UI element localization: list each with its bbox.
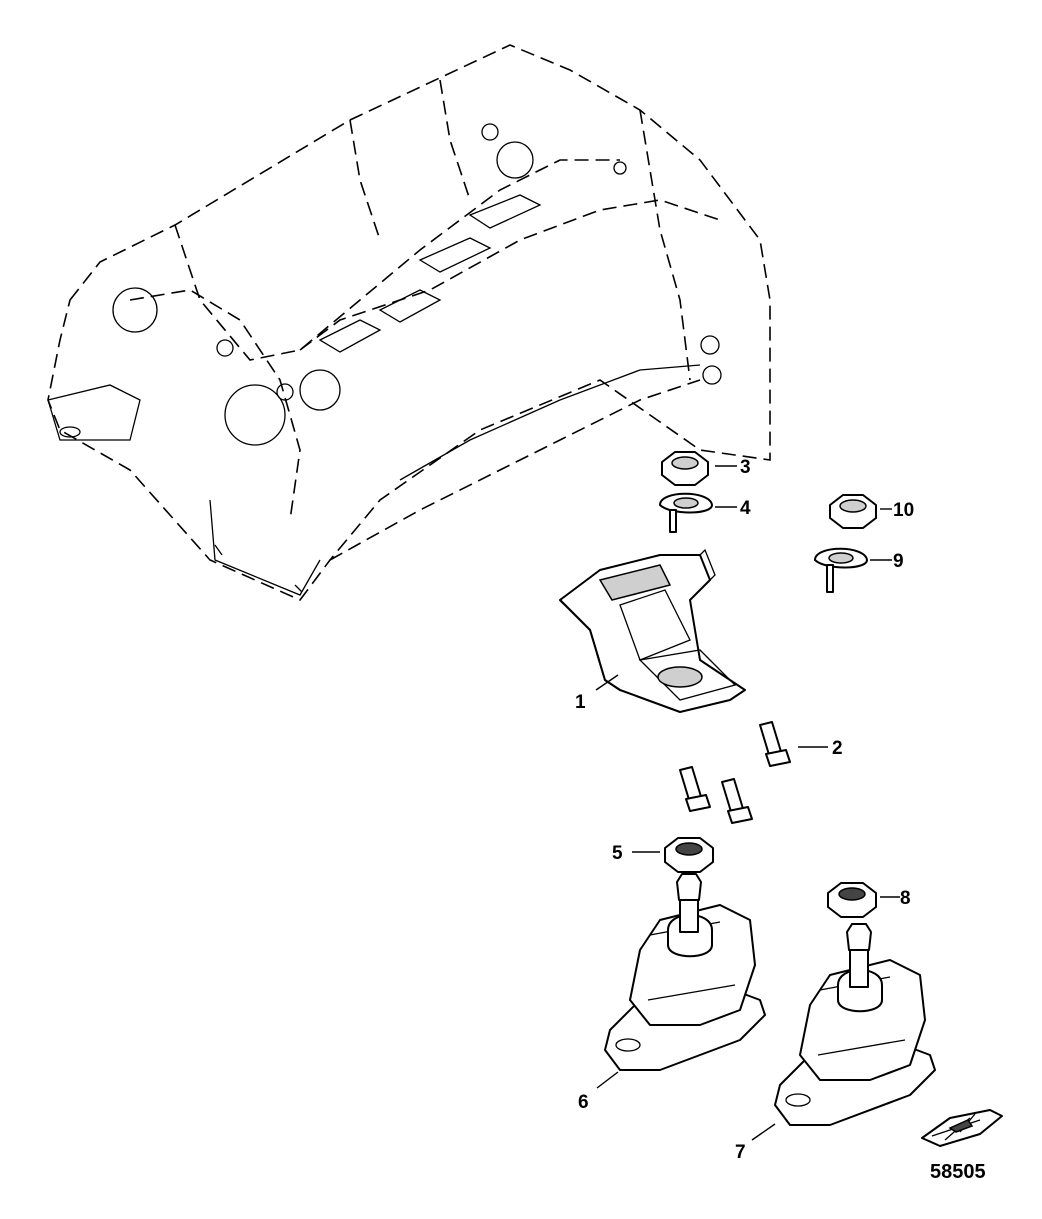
- tab-washer-9: [814, 547, 868, 593]
- engine-mount-6: [604, 873, 766, 1071]
- engine-block-phantom-icon: [47, 44, 771, 601]
- callout-labels: 1 2 3 4 5 6 7 8 9 10: [575, 457, 914, 1163]
- callout-3: 3: [740, 457, 751, 478]
- callout-4: 4: [740, 498, 751, 519]
- bolt-set: [679, 721, 791, 824]
- hex-nut-8: [827, 882, 877, 918]
- hex-nut-10: [829, 494, 877, 529]
- bolt: [721, 778, 753, 824]
- bolt: [759, 721, 791, 767]
- hex-nut-5: [664, 837, 714, 873]
- callout-8: 8: [900, 888, 911, 909]
- boat-orientation-icon: [921, 1109, 1003, 1147]
- callout-7: 7: [735, 1142, 746, 1163]
- tab-washer-4: [659, 492, 713, 533]
- figure-number: 58505: [930, 1161, 986, 1183]
- hex-nut-3: [661, 451, 709, 486]
- callout-6: 6: [578, 1092, 589, 1113]
- bolt: [679, 766, 711, 812]
- callout-1: 1: [575, 692, 586, 713]
- callout-2: 2: [832, 738, 843, 759]
- callout-5: 5: [612, 843, 623, 864]
- engine-mount-7: [774, 923, 936, 1126]
- callout-10: 10: [893, 500, 914, 521]
- engine-mount-bracket: [559, 548, 746, 713]
- callout-9: 9: [893, 551, 904, 572]
- leader-lines: [595, 465, 900, 1141]
